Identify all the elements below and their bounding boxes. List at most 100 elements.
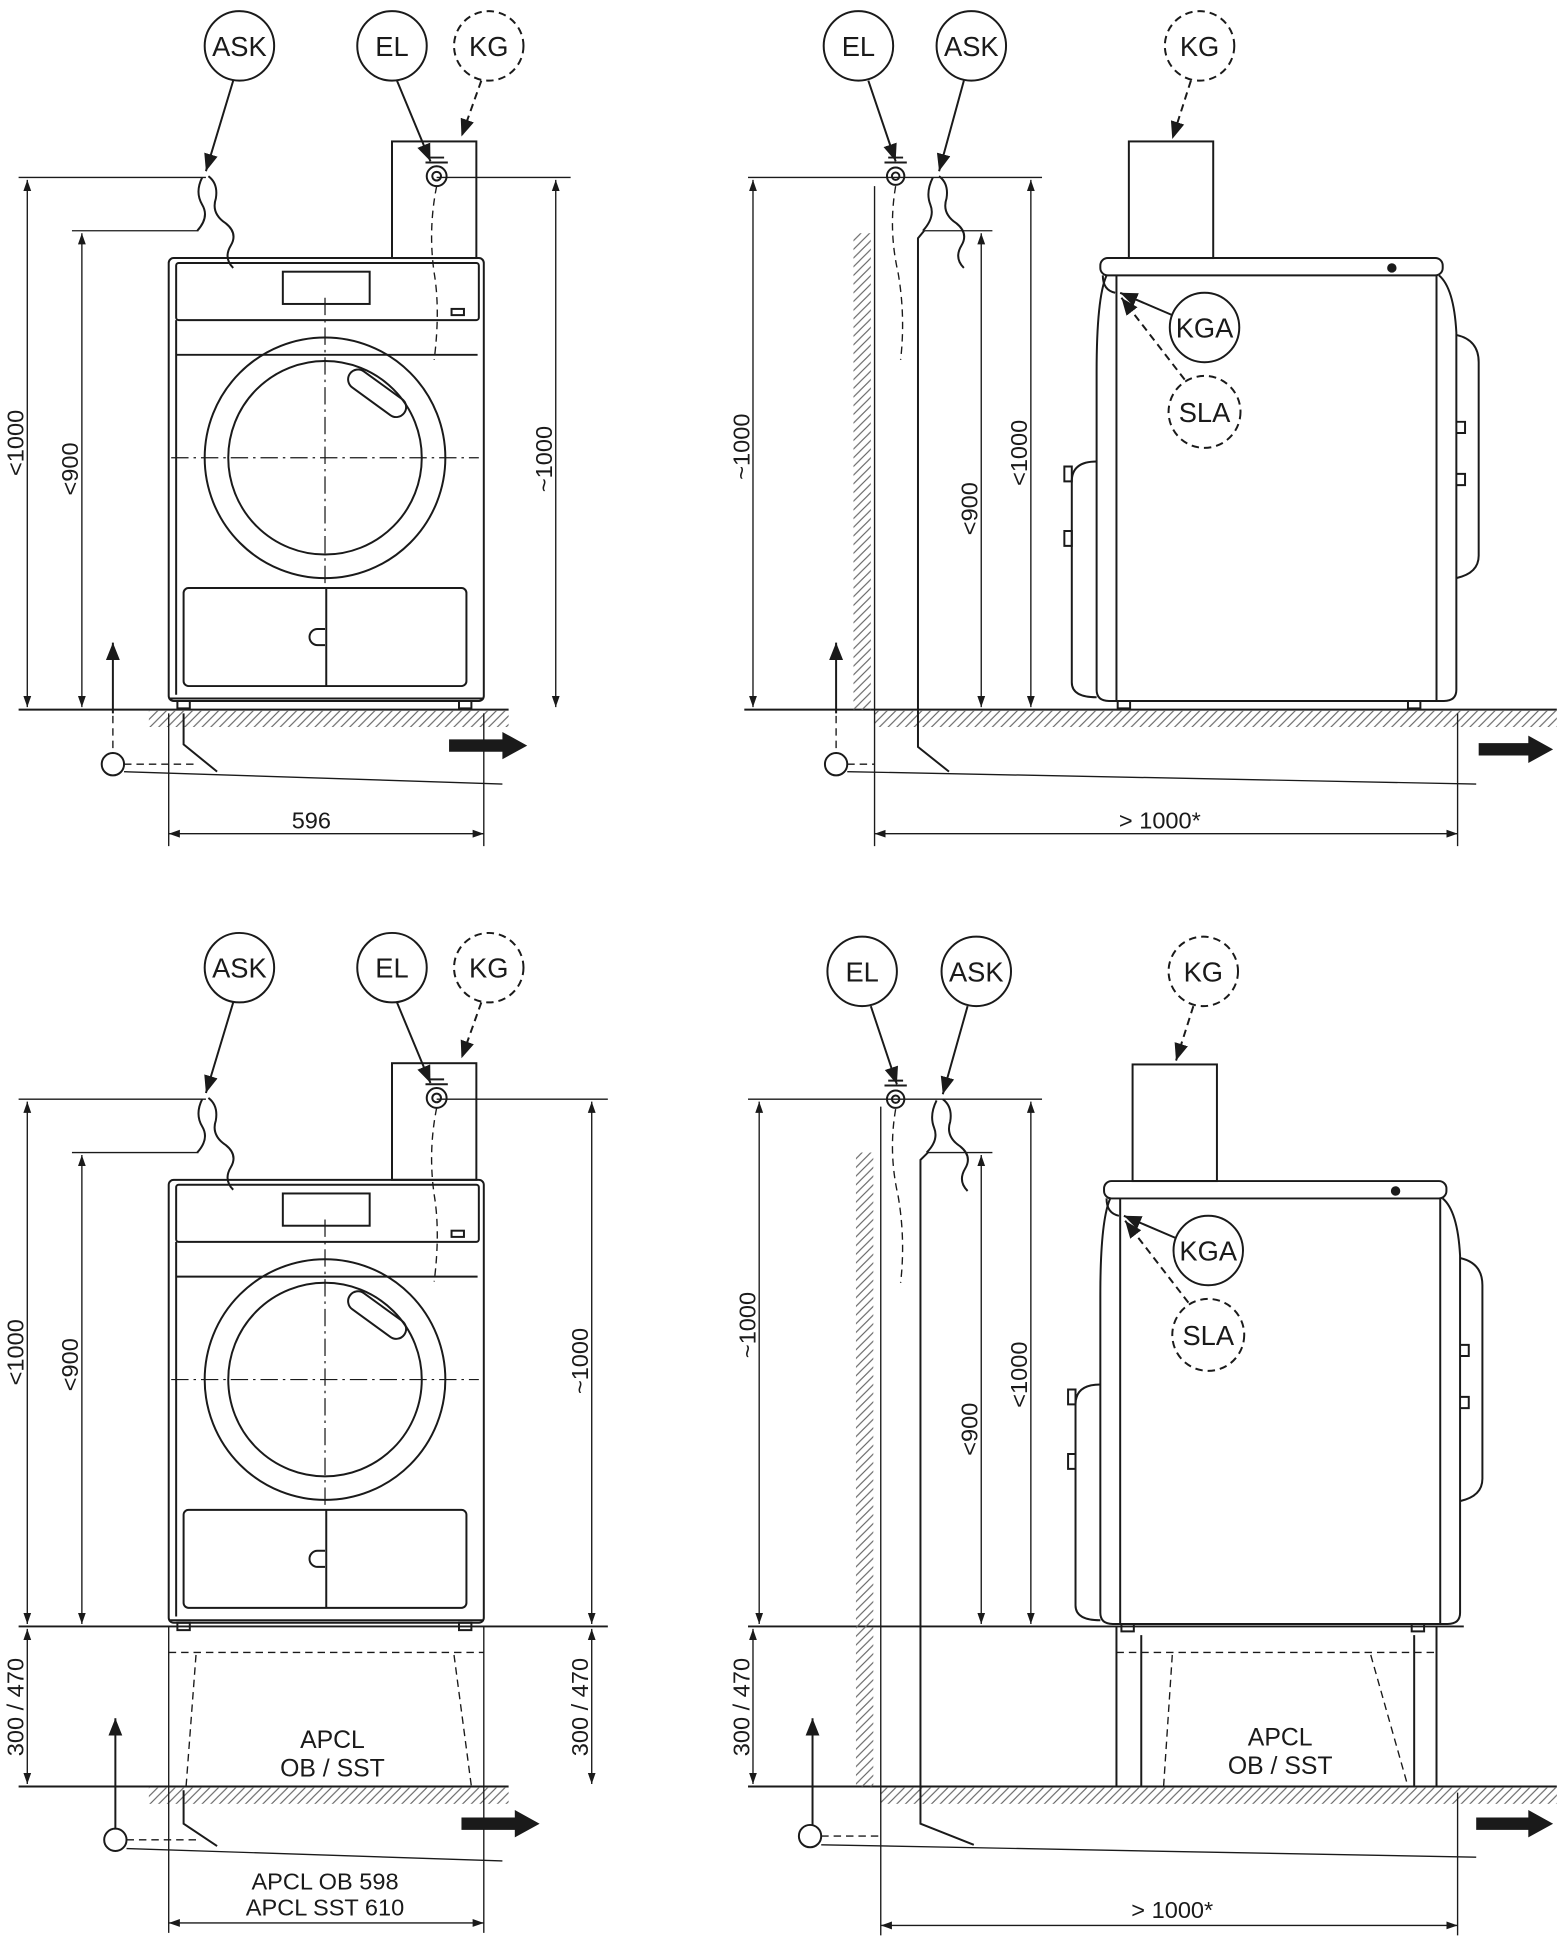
drain-connection [823, 642, 1477, 785]
dim-height-max-label: <1000 [1006, 1342, 1032, 1408]
dim-outlet-height-label: ~1000 [567, 1328, 593, 1394]
drain-connection [797, 1718, 1477, 1858]
leader-ask [940, 1005, 969, 1095]
leader-kg [1170, 80, 1192, 140]
dim-clearance-label: > 1000* [1131, 1897, 1213, 1923]
dim-height-max-label: <1000 [3, 1319, 29, 1385]
callout-el: EL [826, 935, 898, 1008]
callout-ask: ASK [935, 10, 1008, 82]
plinth-label-line1: APCL [1248, 1725, 1313, 1752]
leader-sla [1124, 1220, 1190, 1304]
leader-el [867, 80, 897, 162]
dim-exhaust-height-label: <900 [957, 1403, 983, 1456]
dim-plinth-left-label: 300 / 470 [3, 1658, 29, 1756]
callout-el-label: EL [375, 953, 408, 984]
floor-hatching [148, 710, 509, 727]
panel-side-view-floor: EL ASK KG KGA SLA [728, 10, 1557, 847]
dim-plinth-label: 300 / 470 [728, 1658, 754, 1756]
reference-lines [748, 176, 1043, 232]
exhaust-duct [919, 1151, 975, 1846]
leader-ask [936, 80, 965, 172]
callout-el-label: EL [845, 956, 878, 987]
direction-arrow [1476, 1810, 1554, 1838]
callout-el-label: EL [375, 31, 408, 62]
callout-sla: SLA [1167, 374, 1242, 449]
dim-exhaust-height-label: <900 [57, 1338, 83, 1391]
callout-sla-label: SLA [1179, 397, 1231, 428]
dim-exhaust-height-label: <900 [957, 482, 983, 535]
drain-connection [103, 1718, 503, 1862]
callout-el-label: EL [842, 31, 875, 62]
callout-kg-label: KG [1184, 956, 1223, 987]
floor-hatching [880, 1787, 1557, 1804]
front-dryer [167, 140, 485, 710]
direction-arrow [1478, 735, 1554, 763]
callout-kg-label: KG [1180, 31, 1219, 62]
leader-el [396, 1002, 432, 1084]
wall-hatching [855, 1152, 874, 1787]
dim-height-max-label: <1000 [1006, 420, 1032, 486]
direction-arrow [461, 1810, 540, 1838]
callout-ask-label: ASK [944, 31, 999, 62]
exhaust-hose [922, 175, 966, 269]
leader-ask [204, 80, 235, 172]
callout-kg-label: KG [469, 953, 508, 984]
dim-width-ob-label: APCL OB 598 [251, 1868, 398, 1894]
plinth-label-line2: OB / SST [280, 1756, 385, 1783]
front-dryer [167, 1062, 485, 1632]
callout-ask: ASK [940, 935, 1013, 1008]
callout-kg-label: KG [469, 31, 508, 62]
dim-exhaust-height-label: <900 [57, 442, 83, 495]
exhaust-duct [916, 230, 950, 773]
callout-sla: SLA [1171, 1297, 1246, 1372]
power-cable [891, 1108, 904, 1283]
callout-ask: ASK [203, 10, 276, 82]
callout-kg: KG [453, 10, 525, 82]
dim-clearance-label: > 1000* [1119, 808, 1201, 834]
side-dryer [1063, 140, 1480, 710]
exhaust-hose [925, 1098, 969, 1192]
wall-hatching [853, 233, 871, 710]
panel-side-view-plinth: EL ASK KG KGA SLA [728, 935, 1557, 1936]
callout-el: EL [356, 931, 428, 1004]
reference-lines [18, 1098, 608, 1154]
leader-el [869, 1005, 898, 1085]
plinth: APCL OB / SST [168, 1626, 485, 1933]
callout-ask-label: ASK [212, 953, 267, 984]
callout-kg: KG [1163, 10, 1236, 82]
callout-ask: ASK [203, 931, 276, 1004]
width-extension-lines [168, 713, 485, 847]
dim-outlet-height-label: ~1000 [734, 1292, 760, 1358]
dim-plinth-right-label: 300 / 470 [567, 1658, 593, 1756]
callout-kga-label: KGA [1179, 1235, 1237, 1266]
leader-ask [204, 1002, 235, 1094]
leader-kg [460, 80, 483, 137]
leader-el [396, 80, 432, 162]
leader-kg [460, 1002, 483, 1059]
callout-kga: KGA [1168, 291, 1241, 364]
callout-el: EL [822, 10, 895, 82]
dim-outlet-height-label: ~1000 [728, 414, 754, 480]
leader-sla [1120, 297, 1186, 381]
callout-kga: KGA [1172, 1214, 1244, 1287]
panel-front-view-floor: ASK EL KG <1000 <900 ~1000 [3, 10, 571, 847]
callout-ask-label: ASK [949, 956, 1004, 987]
callout-kga-label: KGA [1176, 312, 1234, 343]
plinth-label-line2: OB / SST [1228, 1753, 1333, 1780]
leader-kg [1174, 1005, 1195, 1062]
callout-kg: KG [1167, 935, 1240, 1008]
leader-kga [1123, 1214, 1177, 1240]
electrical-outlet-symbol [884, 156, 907, 186]
power-cable [891, 185, 904, 360]
leader-kga [1119, 291, 1173, 317]
plinth-label-line1: APCL [300, 1727, 365, 1754]
callout-ask-label: ASK [212, 31, 267, 62]
floor-hatching [874, 710, 1557, 727]
direction-arrow [449, 731, 528, 760]
callout-kg: KG [453, 931, 525, 1004]
reference-lines [748, 1098, 1043, 1154]
dim-width-label: 596 [292, 808, 331, 834]
callout-sla-label: SLA [1182, 1320, 1234, 1351]
electrical-outlet-symbol [884, 1079, 907, 1109]
